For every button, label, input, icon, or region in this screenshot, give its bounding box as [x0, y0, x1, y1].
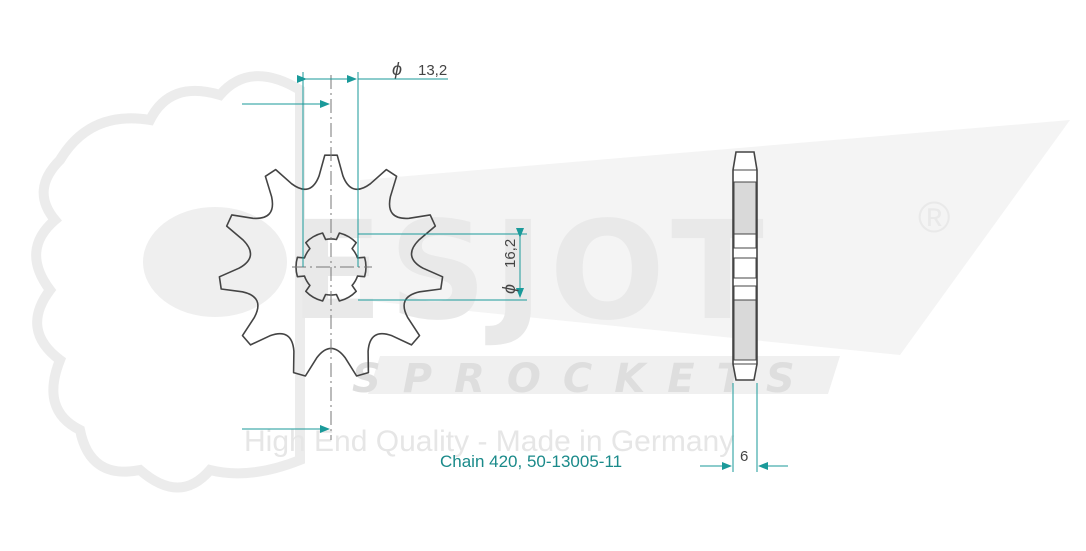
watermark-gear-outline: [31, 71, 305, 493]
watermark-registered: ®: [918, 193, 950, 242]
watermark-brand: ESJOT: [290, 193, 770, 351]
dimension-lines: [242, 72, 788, 472]
sprocket-front-view: [218, 75, 444, 440]
spline-diameter-symbol: ϕ: [499, 284, 519, 294]
spline-diameter-value: 16,2: [502, 239, 519, 268]
side-spline-lower: [733, 285, 757, 301]
watermark-sub: SPROCKETS: [352, 356, 817, 402]
watermark-emblem: [143, 207, 287, 317]
watermark: ESJOT ® SPROCKETS High End Quality - Mad…: [31, 71, 1070, 493]
side-hatch-upper: [733, 181, 757, 235]
side-hatch-lower: [733, 299, 757, 361]
side-spline-middle: [733, 257, 757, 279]
dimension-labels: ϕ 13,2 ϕ 16,2 6: [392, 59, 748, 465]
sprocket-side-view: [732, 151, 758, 381]
watermark-swoosh: [360, 120, 1070, 355]
thickness-value: 6: [740, 448, 748, 465]
chain-caption: Chain 420, 50-13005-11: [440, 452, 623, 471]
bore-diameter-value: 13,2: [418, 62, 447, 79]
spline-bore: [295, 232, 367, 302]
bore-diameter-symbol: ϕ: [392, 59, 402, 79]
sprocket-outline: [218, 154, 444, 377]
side-spline-upper: [733, 233, 757, 249]
watermark-sub-band: [368, 356, 840, 394]
